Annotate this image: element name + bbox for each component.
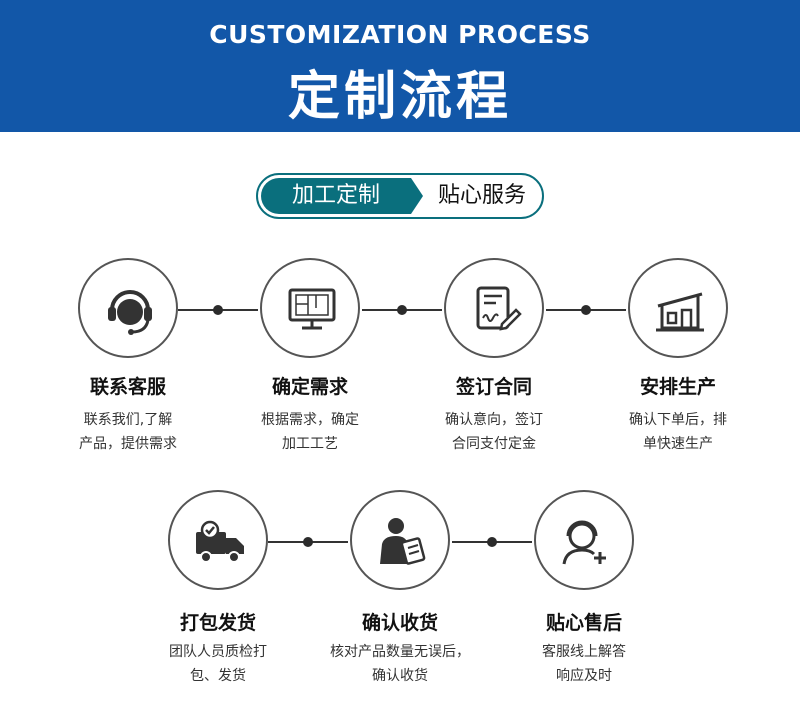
step-contact-service: 联系客服 联系我们,了解 产品，提供需求 — [43, 258, 213, 458]
person-clipboard-icon — [380, 518, 426, 565]
step-title: 签订合同 — [455, 376, 532, 398]
header-banner: CUSTOMIZATION PROCESS 定制流程 — [0, 0, 800, 132]
connector-dot-1 — [213, 305, 223, 315]
step-title: 确认收货 — [361, 612, 438, 634]
step-desc-line1: 根据需求，确定 — [261, 412, 359, 428]
step-desc-line2: 产品，提供需求 — [79, 436, 177, 452]
step-circle — [260, 258, 360, 358]
step-sign-contract: 签订合同 确认意向，签订 合同支付定金 — [409, 258, 579, 458]
title-chinese: 定制流程 — [287, 67, 512, 127]
step-desc-line1: 客服线上解答 — [542, 644, 626, 660]
connector-dot-3 — [581, 305, 591, 315]
step-arrange-production: 安排生产 确认下单后，排 单快速生产 — [593, 258, 763, 458]
step-circle — [350, 490, 450, 590]
step-desc-line1: 联系我们,了解 — [83, 412, 173, 428]
step-desc-line1: 核对产品数量无误后， — [330, 644, 470, 660]
step-circle — [168, 490, 268, 590]
tagline-left: 加工定制 — [261, 178, 411, 214]
step-title: 确定需求 — [271, 376, 348, 398]
title-english: CUSTOMIZATION PROCESS — [209, 20, 591, 49]
tagline-pill: 加工定制 贴心服务 — [256, 173, 544, 219]
delivery-truck-icon — [196, 520, 244, 563]
contract-sign-icon — [476, 286, 522, 331]
step-title: 贴心售后 — [545, 612, 622, 634]
step-title: 安排生产 — [639, 376, 716, 398]
step-desc-line2: 包、发货 — [190, 668, 246, 684]
step-desc-line2: 加工工艺 — [282, 436, 338, 452]
connector-dot-5 — [487, 537, 497, 547]
step-title: 联系客服 — [89, 376, 166, 398]
step-desc-line1: 确认意向，签订 — [445, 412, 543, 428]
connector-dot-4 — [303, 537, 313, 547]
customer-service-plus-icon — [562, 520, 606, 565]
step-circle — [78, 258, 178, 358]
step-after-sales: 贴心售后 客服线上解答 响应及时 — [499, 490, 669, 700]
headset-icon — [108, 290, 152, 335]
step-confirm-receipt: 确认收货 核对产品数量无误后， 确认收货 — [315, 490, 485, 700]
step-desc-line1: 确认下单后，排 — [629, 412, 727, 428]
step-circle — [628, 258, 728, 358]
tagline-arrow — [411, 178, 423, 214]
step-circle — [444, 258, 544, 358]
step-pack-ship: 打包发货 团队人员质检打 包、发货 — [133, 490, 303, 700]
connector-dot-2 — [397, 305, 407, 315]
step-confirm-requirements: 确定需求 根据需求，确定 加工工艺 — [225, 258, 395, 458]
factory-icon — [656, 292, 704, 332]
step-title: 打包发货 — [179, 612, 256, 634]
step-desc-line2: 合同支付定金 — [452, 436, 536, 452]
step-desc-line2: 单快速生产 — [643, 436, 713, 452]
step-desc-line1: 团队人员质检打 — [169, 644, 267, 660]
step-desc-line2: 确认收货 — [372, 668, 428, 684]
tagline-right: 贴心服务 — [437, 183, 526, 208]
blueprint-monitor-icon — [288, 288, 336, 330]
step-circle — [534, 490, 634, 590]
step-desc-line2: 响应及时 — [556, 668, 612, 684]
